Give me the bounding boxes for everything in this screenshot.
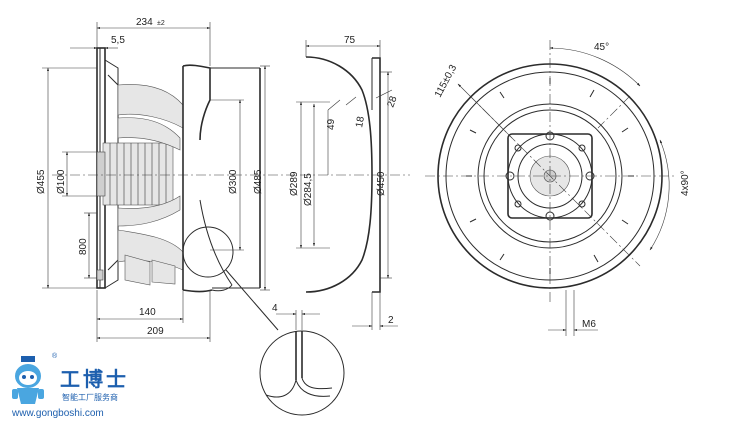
- brand-url: www.gongboshi.com: [11, 408, 104, 419]
- dim-dia-inlet: Ø300: [228, 169, 239, 194]
- dim-inlet-depth: 140: [139, 307, 156, 318]
- housing-shroud: [182, 64, 211, 141]
- brand-subtitle: 智能工厂服务商: [62, 392, 118, 402]
- dim-nozzle-height-a: 49: [326, 118, 337, 130]
- dim-nozzle-height-b: 18: [354, 115, 367, 128]
- dim-overall-width: 234: [136, 17, 153, 28]
- dim-nozzle-dia-b: Ø284,5: [303, 173, 314, 206]
- dim-dia-wheel: Ø485: [253, 169, 264, 194]
- dim-dia-hub: Ø100: [56, 169, 67, 194]
- watermark-logo: ® 工博士 智能工厂服务商 www.gongboshi.com: [11, 352, 129, 419]
- thread-label: M6: [582, 319, 596, 330]
- front-view: 45° 115±0,3 4x90° M6: [425, 40, 691, 336]
- detail-view: 4: [259, 303, 345, 416]
- bolt-pattern-label: 4x90°: [680, 170, 691, 196]
- side-view: 234 ±2 5,5 Ø455 Ø100 800 140 209 Ø3: [36, 17, 295, 342]
- robot-mascot-icon: [12, 356, 44, 404]
- dim-overall-tol: ±2: [157, 20, 165, 27]
- dim-flange-offset: 5,5: [111, 35, 125, 46]
- dim-cable-length: 800: [78, 238, 89, 255]
- brand-name: 工博士: [60, 367, 129, 391]
- detail-callout-circle: [182, 226, 234, 278]
- registered-mark: ®: [52, 352, 58, 360]
- dim-nozzle-edge: 2: [388, 315, 394, 326]
- nozzle-view: 75 28 49 18 Ø289 Ø284,5 Ø450 2: [289, 35, 410, 330]
- dim-nozzle-dia-outlet: Ø450: [376, 171, 387, 196]
- dim-nozzle-dia-a: Ø289: [289, 171, 300, 196]
- inlet-nozzle-profile: [305, 56, 373, 293]
- radius-label: 115±0,3: [433, 63, 460, 100]
- dim-nozzle-radius: 28: [385, 94, 399, 109]
- dim-detail-gap: 4: [272, 303, 278, 314]
- dim-housing-depth: 209: [147, 326, 164, 337]
- dim-dia-outer: Ø455: [36, 169, 47, 194]
- dim-nozzle-depth: 75: [344, 35, 356, 46]
- angle-label: 45°: [594, 42, 609, 53]
